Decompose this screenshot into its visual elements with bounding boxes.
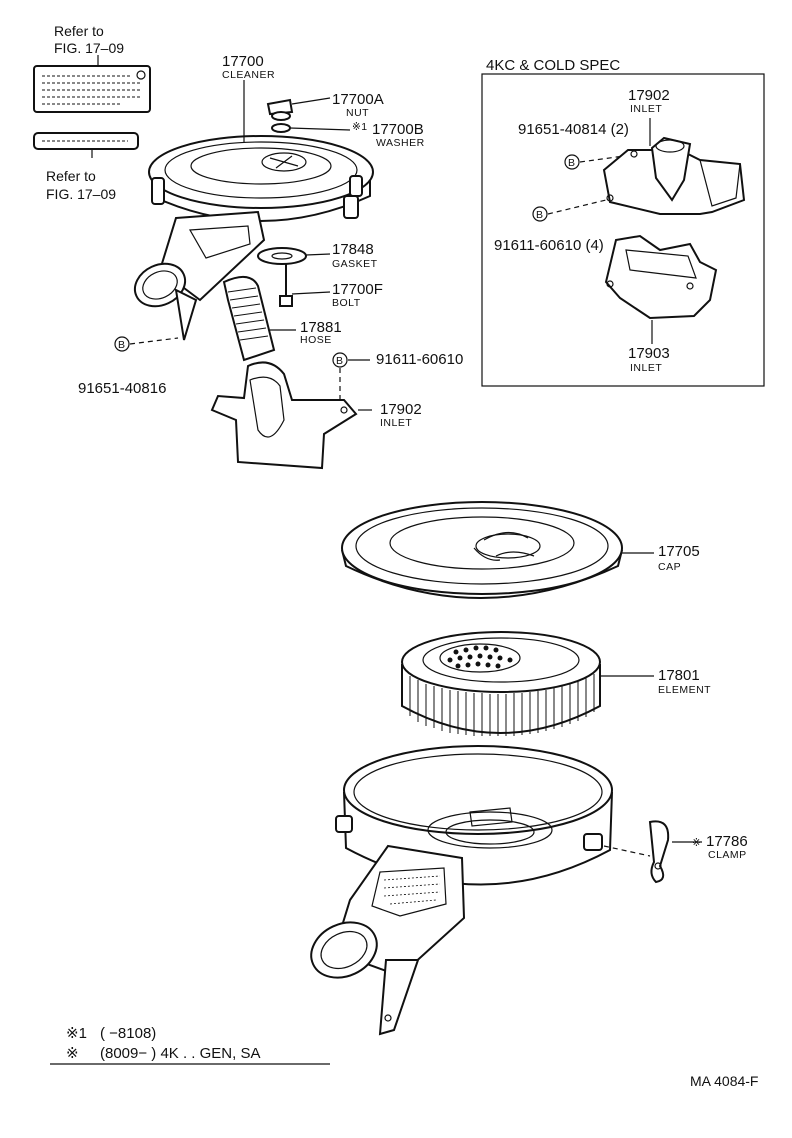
note1-mark: ※1 bbox=[66, 1025, 87, 1042]
reference-label-top: Refer to FIG. 17–09 bbox=[54, 23, 124, 56]
svg-text:17700B: 17700B bbox=[372, 121, 424, 138]
footnotes: ※1 ( −8108) ※ (8009− ) 4K . . GEN, SA bbox=[50, 1025, 330, 1065]
hose bbox=[222, 275, 296, 362]
reference-label-middle: Refer to FIG. 17–09 bbox=[46, 168, 116, 202]
label-inset-bolt-a: 91651-40814 (2) bbox=[518, 121, 629, 138]
label-gasket: 17848 GASKET bbox=[332, 241, 378, 270]
label-element: 17801 ELEMENT bbox=[658, 667, 711, 696]
inset-bolt-symbol-b: B bbox=[532, 199, 607, 222]
label-cap: 17705 CAP bbox=[658, 543, 700, 573]
label-hose: 17881 HOSE bbox=[300, 319, 342, 346]
svg-text:B: B bbox=[568, 157, 576, 169]
label-cleaner: 17700 CLEANER bbox=[222, 53, 275, 81]
svg-text:17881: 17881 bbox=[300, 319, 342, 336]
svg-text:CLAMP: CLAMP bbox=[708, 849, 747, 861]
inlet-17902 bbox=[210, 361, 372, 470]
svg-text:ELEMENT: ELEMENT bbox=[658, 684, 711, 696]
case-snorkel bbox=[310, 844, 466, 1036]
inset-inlet-upper bbox=[602, 118, 746, 215]
label-clamp: ※ 17786 CLAMP bbox=[692, 833, 748, 861]
svg-text:BOLT: BOLT bbox=[332, 297, 361, 309]
svg-text:91651-40814 (2): 91651-40814 (2) bbox=[518, 121, 629, 138]
svg-text:※1: ※1 bbox=[352, 121, 368, 133]
label-inset-inlet-upper: 17902 INLET bbox=[628, 87, 670, 115]
label-nut: 17700A NUT bbox=[332, 91, 384, 119]
svg-text:INLET: INLET bbox=[630, 103, 662, 115]
ref-mid-line1: Refer to bbox=[46, 168, 96, 184]
svg-text:91611-60610 (4): 91611-60610 (4) bbox=[494, 237, 604, 254]
ref-top-line1: Refer to bbox=[54, 23, 104, 39]
decal-plate bbox=[33, 55, 151, 113]
svg-text:17848: 17848 bbox=[332, 241, 374, 258]
svg-text:NUT: NUT bbox=[346, 107, 369, 119]
inset-inlet-lower bbox=[604, 234, 718, 344]
svg-text:CAP: CAP bbox=[658, 561, 681, 573]
svg-text:17705: 17705 bbox=[658, 543, 700, 560]
svg-text:GASKET: GASKET bbox=[332, 258, 378, 270]
label-washer: ※1 17700B WASHER bbox=[352, 121, 425, 149]
bolt-17700f bbox=[279, 264, 331, 307]
svg-text:17801: 17801 bbox=[658, 667, 700, 684]
bolt-symbol-2: B bbox=[332, 352, 370, 404]
ref-mid-line2: FIG. 17–09 bbox=[46, 186, 116, 202]
svg-text:17903: 17903 bbox=[628, 345, 670, 362]
svg-text:17700A: 17700A bbox=[332, 91, 384, 108]
figure-code: MA 4084-F bbox=[690, 1073, 758, 1089]
inset-4kc-cold-spec: 4KC & COLD SPEC B B 17 bbox=[481, 57, 765, 387]
gasket bbox=[257, 247, 331, 265]
svg-text:91651-40816: 91651-40816 bbox=[78, 380, 166, 397]
inset-bolt-symbol-a: B bbox=[564, 154, 625, 170]
label-bolt-b1: 91651-40816 bbox=[78, 380, 166, 397]
label-bolt-f: 17700F BOLT bbox=[332, 281, 383, 309]
cap-17705 bbox=[341, 501, 654, 599]
label-bolt-b2: 91611-60610 bbox=[376, 351, 463, 368]
inset-title: 4KC & COLD SPEC bbox=[486, 57, 620, 74]
svg-text:CLEANER: CLEANER bbox=[222, 69, 275, 81]
ref-top-line2: FIG. 17–09 bbox=[54, 40, 124, 56]
air-cleaner-assembly bbox=[148, 135, 374, 222]
svg-text:WASHER: WASHER bbox=[376, 137, 425, 149]
wing-nut bbox=[266, 97, 331, 121]
washer bbox=[271, 123, 351, 133]
svg-text:B: B bbox=[118, 339, 126, 351]
note2-text: (8009− ) 4K . . GEN, SA bbox=[100, 1045, 261, 1062]
label-inlet-main: 17902 INLET bbox=[380, 401, 422, 429]
svg-text:17786: 17786 bbox=[706, 833, 748, 850]
svg-text:17902: 17902 bbox=[380, 401, 422, 418]
svg-text:17902: 17902 bbox=[628, 87, 670, 104]
svg-text:※: ※ bbox=[692, 837, 701, 849]
bolt-symbol-1: B bbox=[114, 336, 179, 352]
svg-text:91611-60610: 91611-60610 bbox=[376, 351, 463, 368]
svg-text:B: B bbox=[536, 209, 544, 221]
svg-text:INLET: INLET bbox=[380, 417, 412, 429]
label-inset-inlet-lower: 17903 INLET bbox=[628, 345, 670, 374]
label-inset-bolt-b: 91611-60610 (4) bbox=[494, 237, 604, 254]
svg-text:17700: 17700 bbox=[222, 53, 264, 70]
small-label-plate bbox=[33, 132, 139, 158]
note1-text: ( −8108) bbox=[100, 1025, 156, 1042]
intake-snorkel bbox=[133, 210, 266, 341]
svg-text:INLET: INLET bbox=[630, 362, 662, 374]
svg-text:HOSE: HOSE bbox=[300, 334, 332, 346]
note2-mark: ※ bbox=[66, 1045, 79, 1062]
clamp-17786 bbox=[648, 820, 702, 884]
svg-text:B: B bbox=[336, 355, 344, 367]
element-17801 bbox=[401, 631, 654, 736]
svg-text:17700F: 17700F bbox=[332, 281, 383, 298]
